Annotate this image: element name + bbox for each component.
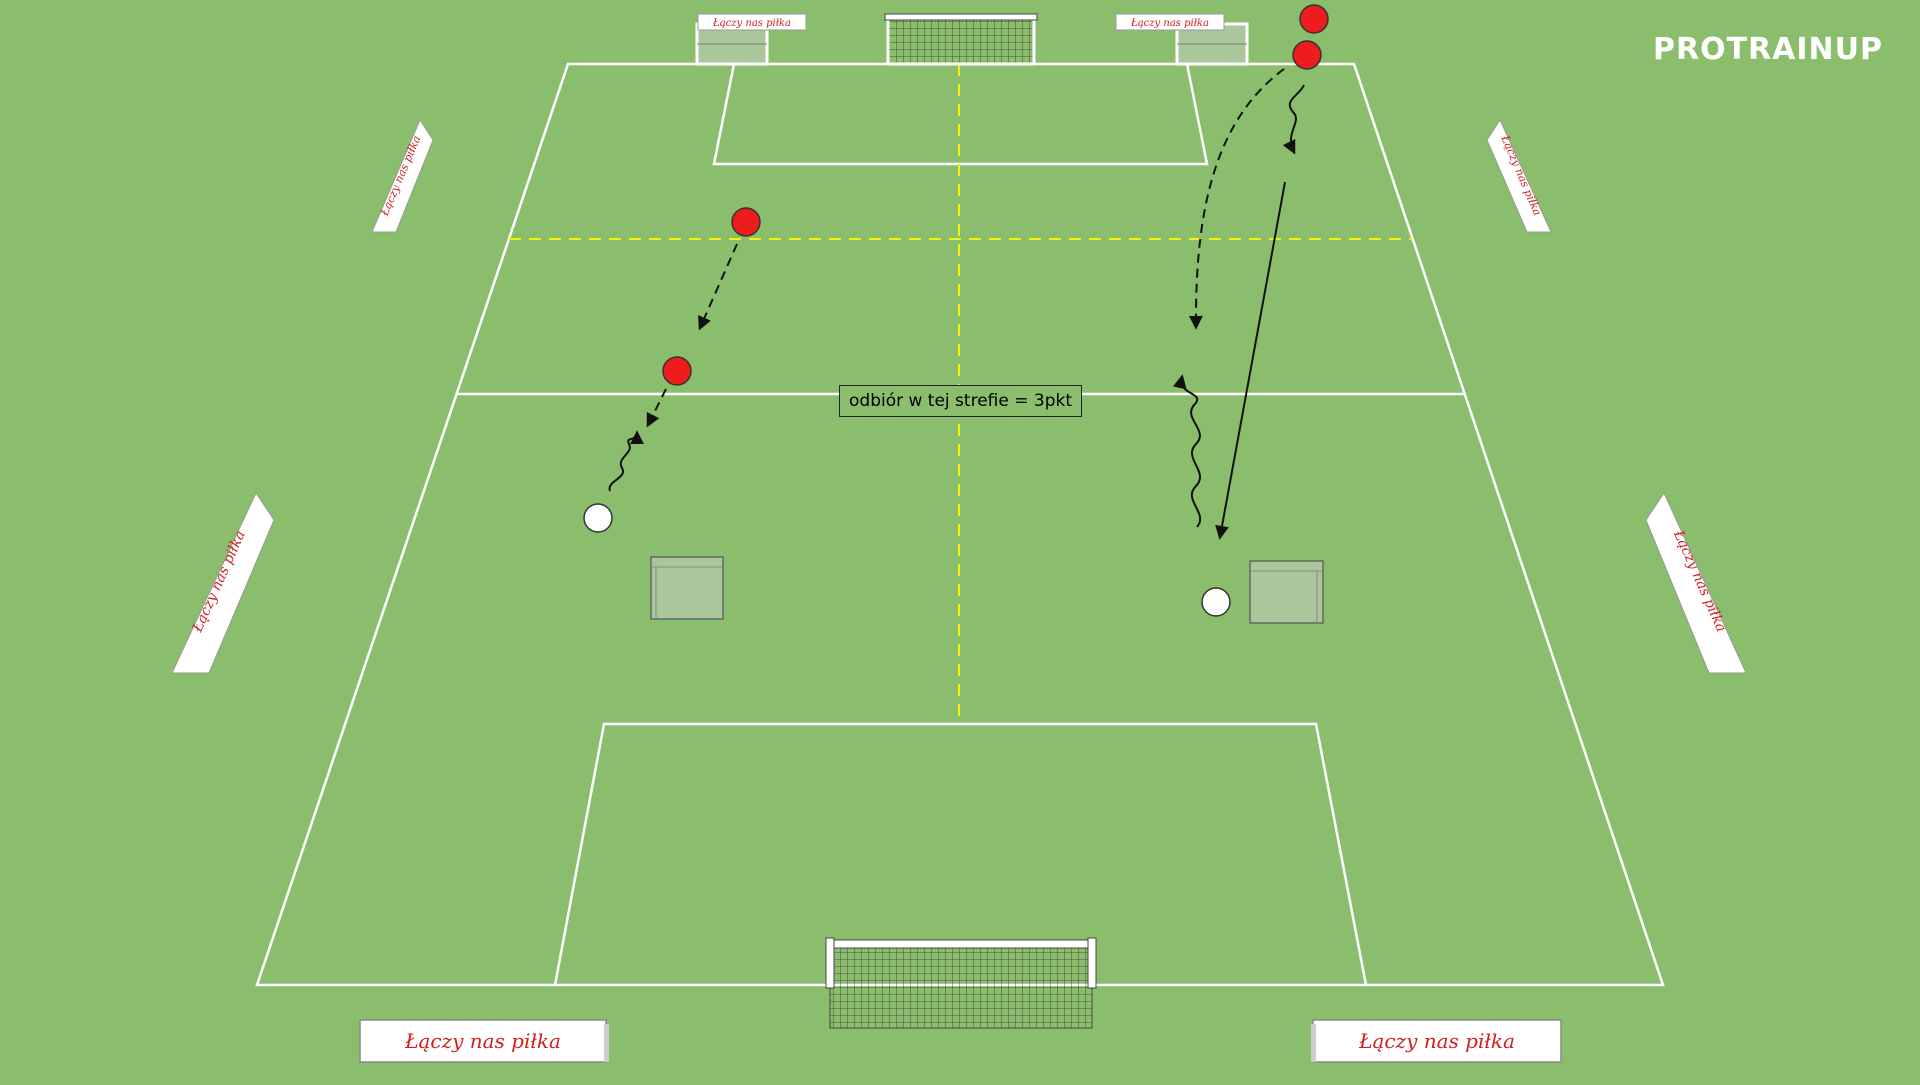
pitch-boundary <box>255 62 1665 987</box>
right-lower-banner-icon: Łączy nas piłka <box>1645 491 1747 674</box>
right-mini-goal-icon <box>1249 560 1324 624</box>
red-player-icon <box>662 356 692 386</box>
pressing-arrow-left <box>646 388 667 428</box>
dribble-arrow-right-bottom <box>1172 374 1202 528</box>
bottom-penalty-box <box>553 722 1368 986</box>
dribble-arrow-right-top <box>1282 84 1305 155</box>
brand-logo: PROTRAINUP <box>1653 32 1883 67</box>
run-arrow-right <box>1188 68 1285 330</box>
top-penalty-box <box>712 63 1209 166</box>
svg-text:Łączy nas piłka: Łączy nas piłka <box>404 1029 561 1053</box>
svg-text:Łączy nas piłka: Łączy nas piłka <box>712 18 791 29</box>
dribble-arrow-left <box>608 430 644 492</box>
red-player-icon <box>1292 40 1322 70</box>
white-player-icon <box>1201 587 1231 617</box>
top-right-banner-icon: Łączy nas piłka <box>1115 13 1225 31</box>
right-upper-banner-icon: Łączy nas piłka <box>1486 118 1552 233</box>
svg-text:Łączy nas piłka: Łączy nas piłka <box>1130 18 1209 29</box>
red-player-icon <box>731 207 761 237</box>
left-upper-banner-icon: Łączy nas piłka <box>371 118 434 233</box>
top-left-banner-icon: Łączy nas piłka <box>697 13 807 31</box>
zone-label: odbiór w tej strefie = 3pkt <box>839 385 1082 417</box>
svg-text:Łączy nas piłka: Łączy nas piłka <box>1358 1029 1515 1053</box>
white-player-icon <box>583 503 613 533</box>
bottom-goal-icon <box>825 937 1097 1029</box>
bottom-right-banner-icon: Łączy nas piłka <box>1311 1019 1562 1063</box>
left-lower-banner-icon: Łączy nas piłka <box>171 491 275 674</box>
movement-arrows <box>608 68 1305 540</box>
bottom-left-banner-icon: Łączy nas piłka <box>359 1019 609 1063</box>
left-mini-goal-icon <box>650 556 724 620</box>
run-arrow-left <box>698 243 738 331</box>
pass-arrow-right <box>1215 181 1286 540</box>
red-player-icon <box>1299 4 1329 34</box>
top-goal-icon <box>884 13 1038 66</box>
